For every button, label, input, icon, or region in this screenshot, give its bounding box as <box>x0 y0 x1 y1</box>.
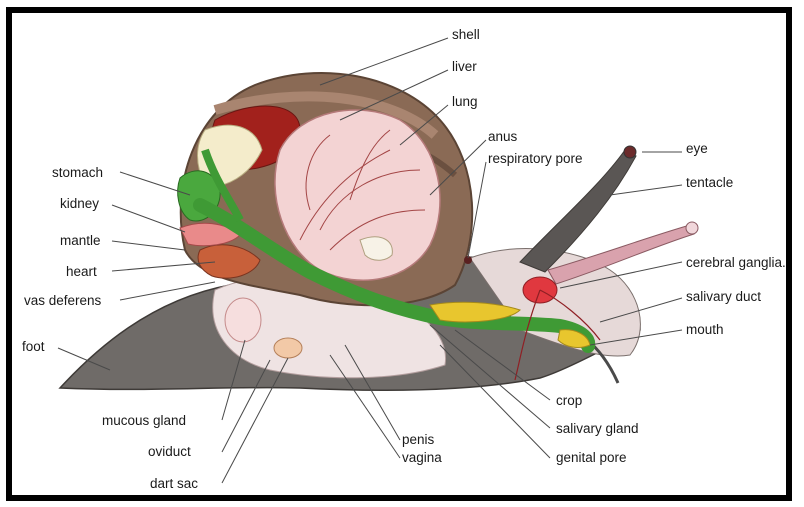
label-kidney: kidney <box>60 196 99 211</box>
dart-sac <box>274 338 302 358</box>
label-vas-deferens: vas deferens <box>24 293 102 308</box>
label-heart: heart <box>66 264 97 279</box>
label-salivary-duct: salivary duct <box>686 289 761 304</box>
label-anus: anus <box>488 129 518 144</box>
label-liver: liver <box>452 59 477 74</box>
label-lung: lung <box>452 94 478 109</box>
label-salivary-gland: salivary gland <box>556 421 639 436</box>
label-genital-pore: genital pore <box>556 450 627 465</box>
label-mouth: mouth <box>686 322 724 337</box>
label-stomach: stomach <box>52 165 103 180</box>
label-crop: crop <box>556 393 582 408</box>
label-vagina: vagina <box>402 450 442 465</box>
mucous-gland <box>225 298 261 342</box>
label-oviduct: oviduct <box>148 444 191 459</box>
label-cerebral-ganglia: cerebral ganglia. <box>686 255 786 270</box>
label-shell: shell <box>452 27 480 42</box>
label-penis: penis <box>402 432 435 447</box>
label-foot: foot <box>22 339 45 354</box>
eye-dot <box>624 146 636 158</box>
label-mucous-gland: mucous gland <box>102 413 186 428</box>
label-dart-sac: dart sac <box>150 476 198 491</box>
label-tentacle: tentacle <box>686 175 733 190</box>
label-eye: eye <box>686 141 708 156</box>
tentacle-tip <box>686 222 698 234</box>
label-mantle: mantle <box>60 233 101 248</box>
label-respiratory-pore: respiratory pore <box>488 151 583 166</box>
